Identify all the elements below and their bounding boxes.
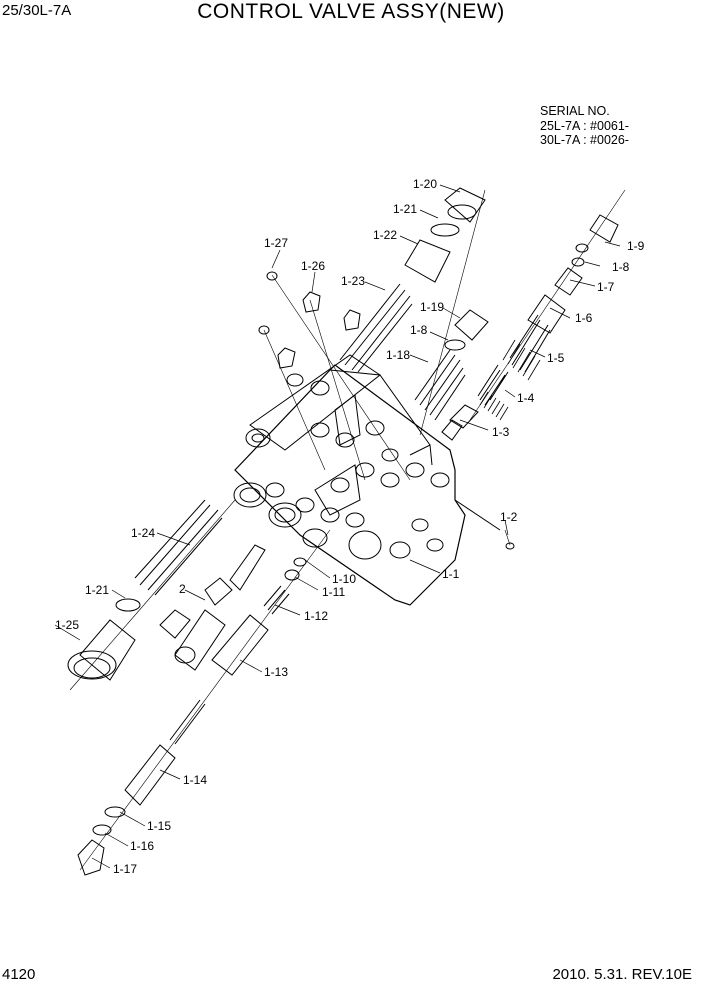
page-number: 4120 [2,966,36,983]
label-1-11: 1-11 [322,585,345,599]
label-1-20: 1-20 [413,177,437,191]
right-springs [479,339,541,421]
label-1-21-left: 1-21 [85,583,109,597]
part-labels: 1-1 1-2 1-3 1-4 1-5 1-6 1-7 1-8 1-8 1-9 … [55,177,645,876]
label-1-13: 1-13 [264,665,288,679]
leader-lines [54,184,621,869]
right-spool-stack [441,189,626,441]
label-1-1: 1-1 [442,567,460,581]
label-1-2: 1-2 [500,510,518,524]
serial-number-block: SERIAL NO. 25L-7A : #0061- 30L-7A : #002… [540,104,629,148]
label-1-25: 1-25 [55,618,79,632]
label-1-19: 1-19 [420,300,444,314]
serial-line-25l: 25L-7A : #0061- [540,118,629,133]
label-1-18: 1-18 [386,348,410,362]
label-1-17: 1-17 [113,862,137,876]
label-1-8-right: 1-8 [612,260,630,274]
page-title: CONTROL VALVE ASSY(NEW) [197,0,505,23]
label-1-22: 1-22 [373,228,397,242]
valve-body [233,354,501,606]
label-1-26: 1-26 [301,259,325,273]
plug-1-2 [504,529,515,550]
label-1-5: 1-5 [547,351,565,365]
label-1-3: 1-3 [492,425,510,439]
left-lower-parts [67,499,236,691]
label-1-14: 1-14 [183,773,207,787]
date-revision: 2010. 5.31. REV.10E [552,966,692,983]
label-1-21-top: 1-21 [393,202,417,216]
label-1-16: 1-16 [130,839,154,853]
top-left-parts [258,271,413,481]
solenoid-and-spool [77,529,331,876]
label-1-12: 1-12 [304,609,328,623]
label-1-8-mid: 1-8 [410,323,428,337]
label-1-9: 1-9 [627,239,645,253]
label-2: 2 [179,582,186,596]
model-code: 25/30L-7A [2,2,72,19]
label-1-10: 1-10 [332,572,356,586]
label-1-15: 1-15 [147,819,171,833]
label-1-24: 1-24 [131,526,155,540]
label-1-6: 1-6 [575,311,593,325]
label-1-4: 1-4 [517,391,535,405]
top-middle-stack [404,187,489,436]
label-1-7: 1-7 [597,280,615,294]
label-1-23: 1-23 [341,274,365,288]
label-1-27: 1-27 [264,236,288,250]
serial-heading: SERIAL NO. [540,104,610,118]
serial-line-30l: 30L-7A : #0026- [540,133,629,147]
